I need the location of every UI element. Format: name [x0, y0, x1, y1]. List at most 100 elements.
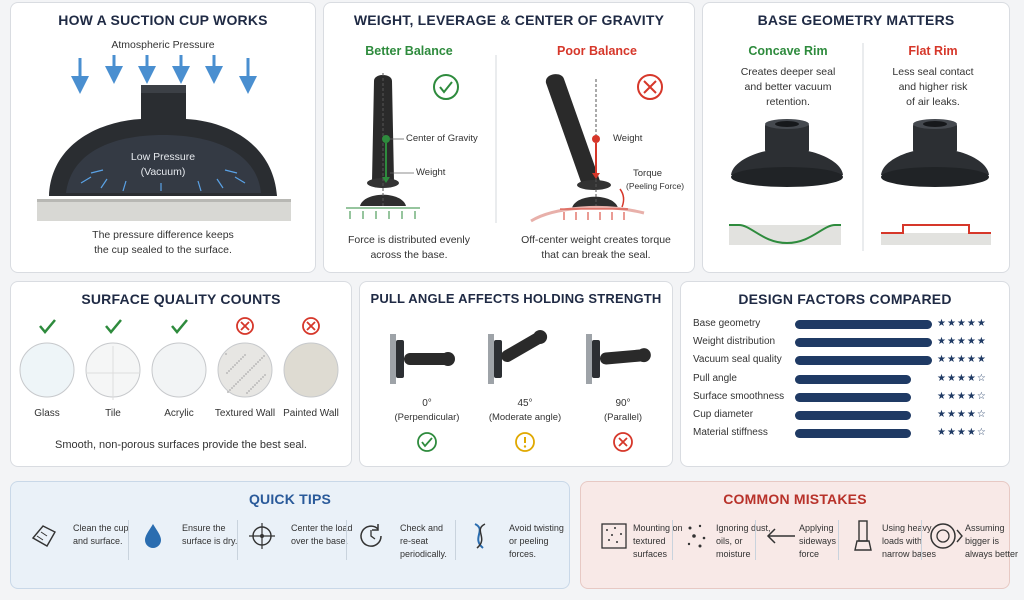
pull-angle-item: 90° (Parallel)	[578, 326, 668, 462]
surface-swatch	[217, 342, 273, 398]
item-text-line: periodically.	[400, 549, 447, 559]
water-drop-icon	[145, 524, 161, 548]
item-text-line: Applying	[799, 523, 834, 533]
factor-row: Material stiffness ★★★★☆	[681, 427, 1011, 443]
concave-desc-2: and better vacuum	[744, 81, 832, 93]
suction-panel: HOW A SUCTION CUP WORKS Atmospheric Pres…	[10, 2, 316, 273]
factor-bar	[795, 374, 911, 384]
angle-desc: (Parallel)	[603, 412, 642, 423]
mounted-object-icon	[488, 330, 548, 384]
divider	[346, 520, 347, 560]
factor-bar	[795, 320, 932, 329]
divider	[237, 520, 238, 560]
x-circle-icon	[613, 432, 633, 452]
twist-icon	[474, 523, 486, 549]
check-circle-icon	[433, 74, 459, 100]
surface-item: Glass	[14, 316, 80, 431]
checkmark-icon	[39, 319, 56, 334]
x-circle-icon	[302, 317, 320, 335]
rating-stars: ★★★★☆	[937, 409, 987, 420]
surface-label: Glass	[34, 408, 60, 419]
item-text-line: Ignoring dust,	[716, 523, 771, 533]
crosshair-icon	[249, 523, 275, 549]
item-text-line: and surface.	[73, 536, 123, 546]
suction-caption-2: the cup sealed to the surface.	[94, 244, 232, 256]
refresh-clock-icon	[360, 524, 382, 547]
surface-item: Painted Wall	[278, 316, 344, 431]
item-text-line: force	[799, 549, 820, 559]
concave-label: Concave Rim	[748, 44, 828, 58]
factor-label: Base geometry	[693, 318, 761, 329]
peeling-label: (Peeling Force)	[626, 181, 685, 191]
checkmark-icon	[171, 319, 188, 334]
divider	[672, 520, 673, 560]
item-text-line: Clean the cup	[73, 523, 129, 533]
x-circle-icon	[637, 74, 663, 100]
factor-bar	[795, 392, 911, 402]
vacuum-label: (Vacuum)	[140, 166, 186, 178]
rating-stars: ★★★★★	[937, 354, 987, 366]
item-text-line: sideways	[799, 536, 837, 546]
factor-row: Surface smoothness★★★★☆	[681, 391, 1011, 407]
dust-icon	[687, 524, 706, 548]
cog-label: Center of Gravity	[406, 133, 478, 144]
factor-label: Pull angle	[693, 372, 737, 384]
angle-degree: 45°	[517, 398, 533, 409]
factors-panel: DESIGN FACTORS COMPARED Base geometry★★★…	[680, 281, 1010, 467]
factor-label: Material stiffness	[693, 427, 768, 439]
pull-angle-item: 45°(Moderate angle)	[480, 326, 570, 462]
weight-title: WEIGHT, LEVERAGE & CENTER OF GRAVITY	[353, 12, 665, 28]
divider	[128, 520, 129, 560]
geometry-panel: BASE GEOMETRY MATTERS Concave Rim Flat R…	[702, 2, 1010, 273]
pressure-arrows	[71, 55, 257, 94]
rating-stars: ★★★★☆	[937, 427, 987, 439]
surface-label: Tile	[105, 408, 121, 419]
factor-row: Base geometry ★★★★★	[681, 318, 1011, 334]
divider	[455, 520, 456, 560]
surface-caption: Smooth, non-porous surfaces provide the …	[55, 439, 307, 451]
angle-degree: 90°	[615, 398, 631, 409]
surface-title: SURFACE QUALITY COUNTS	[81, 291, 281, 307]
surface-swatch	[85, 342, 141, 400]
suction-cup-diagram	[37, 55, 291, 221]
check-circle-icon	[417, 432, 437, 452]
pull-panel: PULL ANGLE AFFECTS HOLDING STRENGTH 0° (P…	[359, 281, 673, 467]
surface-label: Textured Wall	[214, 408, 276, 419]
left-caption-1: Force is distributed evenly	[348, 234, 470, 246]
rating-stars: ★★★★☆	[937, 390, 987, 402]
size-circles-icon	[930, 523, 963, 549]
item-text-line: bigger is	[965, 536, 1000, 546]
surface-swatch	[19, 342, 75, 398]
factor-row: Vacuum seal quality ★★★★★	[681, 354, 1011, 370]
factor-row: Cup diameter★★★★☆	[681, 409, 1011, 425]
pull-title: PULL ANGLE AFFECTS HOLDING STRENGTH	[370, 291, 662, 306]
weight-left-label: Weight	[416, 167, 446, 178]
weight-panel: WEIGHT, LEVERAGE & CENTER OF GRAVITY Bet…	[323, 2, 695, 273]
rating-stars: ★★★★★	[937, 336, 987, 348]
item-text-line: Center the load	[291, 523, 353, 533]
factor-bar	[795, 338, 932, 348]
rating-stars: ★★★★☆	[937, 372, 987, 384]
poor-balance-label: Poor Balance	[557, 44, 637, 58]
divider	[921, 520, 922, 560]
textured-surface-icon	[601, 523, 627, 549]
better-balance-label: Better Balance	[365, 44, 453, 58]
angle-desc: (Perpendicular)	[394, 412, 460, 423]
factor-label: Weight distribution	[693, 336, 776, 348]
item-text-line: Avoid twisting	[509, 523, 564, 533]
item-text-line: narrow bases	[882, 549, 937, 559]
angle-degree: 0°	[422, 398, 432, 409]
right-caption-2: that can break the seal.	[541, 249, 651, 261]
rating-stars: ★★★★★	[937, 318, 987, 329]
factor-label: Vacuum seal quality	[693, 354, 782, 366]
mounted-object-icon	[390, 334, 455, 384]
suction-title: HOW A SUCTION CUP WORKS	[58, 12, 268, 28]
concave-desc-3: retention.	[766, 96, 810, 108]
mistakes-title: COMMON MISTAKES	[723, 491, 867, 507]
flat-label: Flat Rim	[908, 44, 958, 58]
left-caption-2: across the base.	[370, 249, 448, 261]
balance-diagram	[346, 55, 663, 223]
geometry-diagram	[729, 43, 991, 251]
surface-label: Acrylic	[164, 408, 194, 419]
